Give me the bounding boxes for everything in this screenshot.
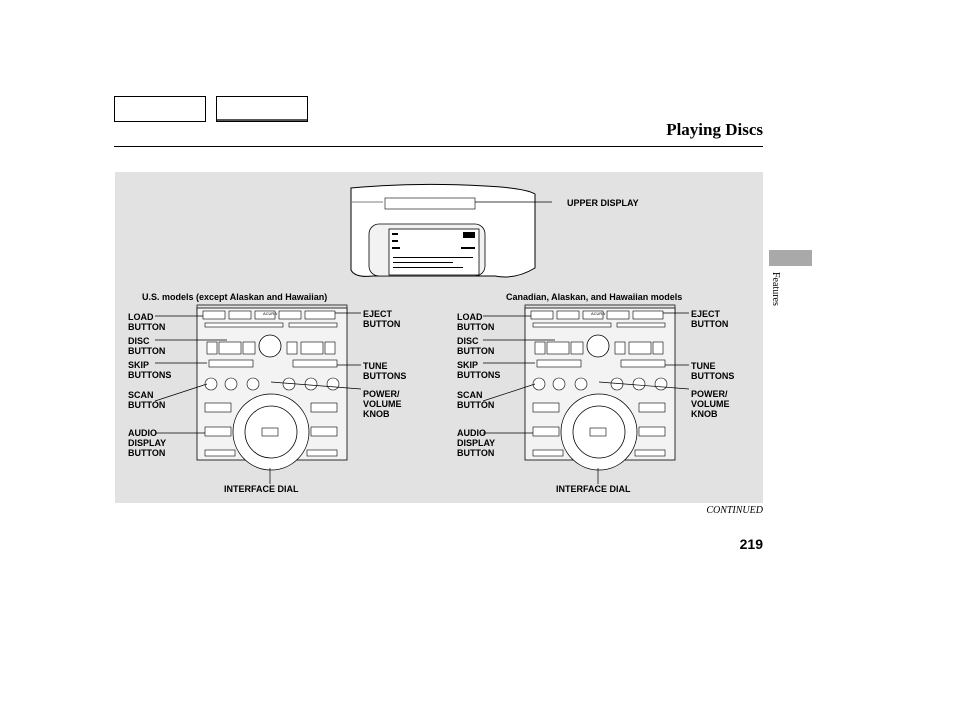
figure-panel: ACURA ACURA <box>115 172 763 503</box>
us-skip-buttons-callout: SKIP BUTTONS <box>128 360 172 380</box>
page-title: Playing Discs <box>666 120 763 139</box>
chapter-tab-box <box>114 96 206 122</box>
us-eject-button-callout: EJECT BUTTON <box>363 309 401 329</box>
canadian-brand-label: ACURA <box>591 311 605 316</box>
canadian-console: ACURA <box>524 304 676 471</box>
canadian-load-button-callout: LOAD BUTTON <box>457 312 495 332</box>
section-side-label: Features <box>770 272 781 306</box>
canadian-power-volume-knob-callout: POWER/ VOLUME KNOB <box>691 389 730 419</box>
continued-note: CONTINUED <box>706 505 763 516</box>
upper-display-callout: UPPER DISPLAY <box>567 198 639 208</box>
us-disc-button-callout: DISC BUTTON <box>128 336 166 356</box>
us-load-button-callout: LOAD BUTTON <box>128 312 166 332</box>
canadian-skip-buttons-callout: SKIP BUTTONS <box>457 360 501 380</box>
figure-illustration: ACURA ACURA <box>154 183 690 484</box>
us-console: ACURA <box>196 304 348 471</box>
canadian-disc-button-callout: DISC BUTTON <box>457 336 495 356</box>
us-scan-button-callout: SCAN BUTTON <box>128 390 166 410</box>
us-power-volume-knob-callout: POWER/ VOLUME KNOB <box>363 389 402 419</box>
us-brand-label: ACURA <box>263 311 277 316</box>
canadian-models-caption: Canadian, Alaskan, and Hawaiian models <box>506 292 683 302</box>
us-leader-lines <box>154 312 362 484</box>
canadian-eject-button-callout: EJECT BUTTON <box>691 309 729 329</box>
canadian-interface-dial-callout: INTERFACE DIAL <box>556 484 631 494</box>
canadian-scan-button-callout: SCAN BUTTON <box>457 390 495 410</box>
section-side-tab <box>769 250 812 266</box>
us-models-caption: U.S. models (except Alaskan and Hawaiian… <box>142 292 328 302</box>
us-audio-display-button-callout: AUDIO DISPLAY BUTTON <box>128 428 167 458</box>
section-tab-box <box>216 96 308 122</box>
canadian-leader-lines <box>482 312 690 484</box>
upper-display-unit <box>350 183 536 278</box>
canadian-audio-display-button-callout: AUDIO DISPLAY BUTTON <box>457 428 496 458</box>
us-tune-buttons-callout: TUNE BUTTONS <box>363 361 407 381</box>
canadian-tune-buttons-callout: TUNE BUTTONS <box>691 361 735 381</box>
page-number: 219 <box>739 536 763 552</box>
header-rule <box>114 146 763 147</box>
us-interface-dial-callout: INTERFACE DIAL <box>224 484 299 494</box>
